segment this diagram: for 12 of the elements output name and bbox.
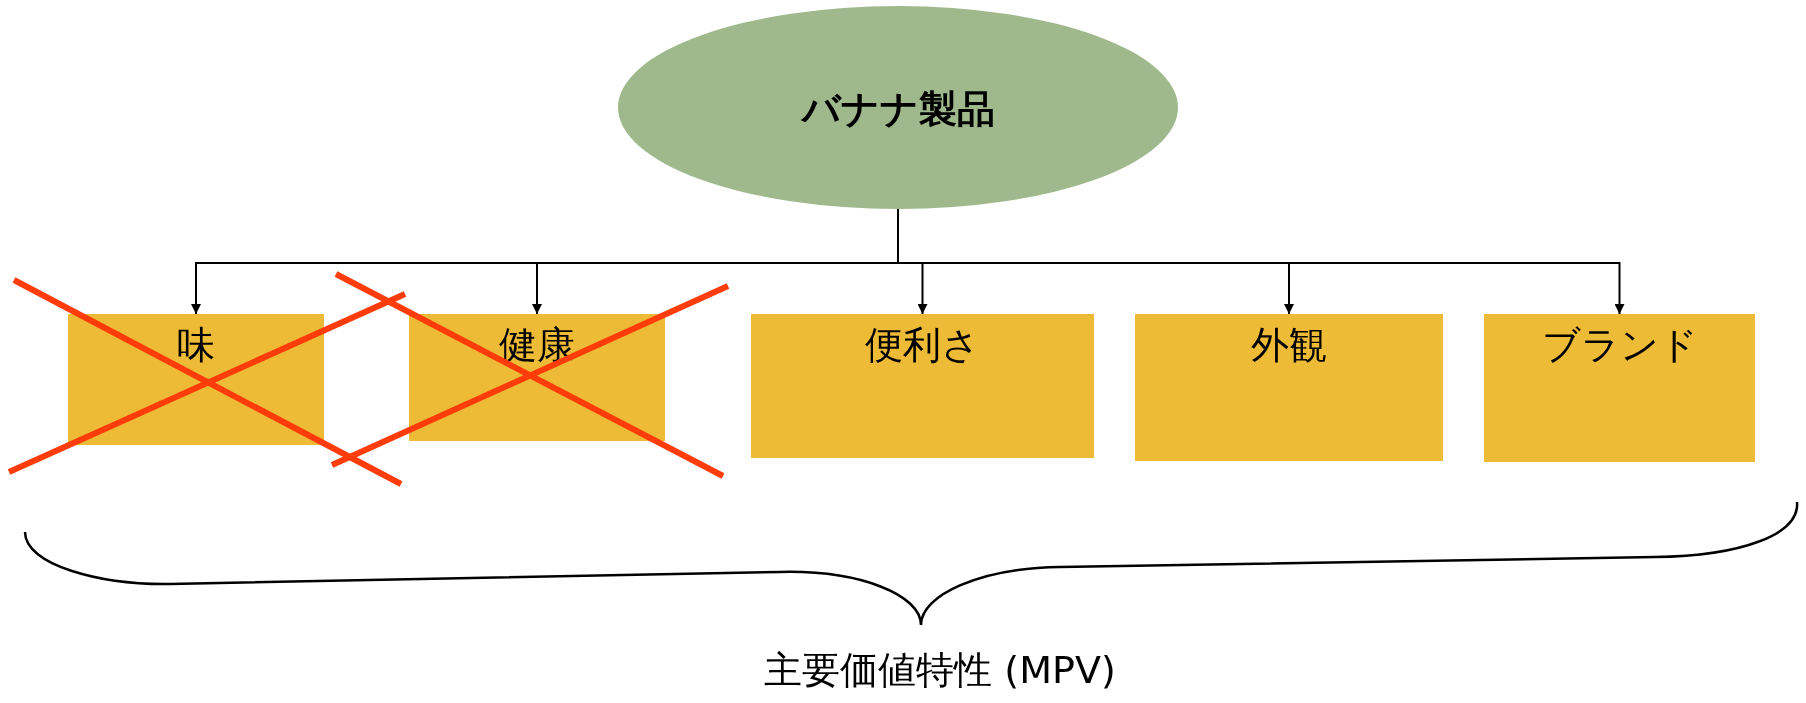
attribute-box bbox=[409, 314, 665, 441]
node-label: 便利さ bbox=[864, 322, 981, 369]
attribute-box bbox=[751, 314, 1094, 458]
attribute-box bbox=[68, 314, 324, 445]
node-label: バナナ製品 bbox=[800, 86, 996, 133]
attribute-box bbox=[1484, 314, 1755, 462]
node-label: ブランド bbox=[1540, 322, 1699, 369]
attribute-box bbox=[1135, 314, 1443, 461]
node-label: 味 bbox=[176, 322, 216, 369]
node-label: 外観 bbox=[1250, 322, 1328, 369]
ellipse-node bbox=[618, 6, 1178, 209]
bracket-label: 主要価値特性 (MPV) bbox=[763, 647, 1117, 694]
